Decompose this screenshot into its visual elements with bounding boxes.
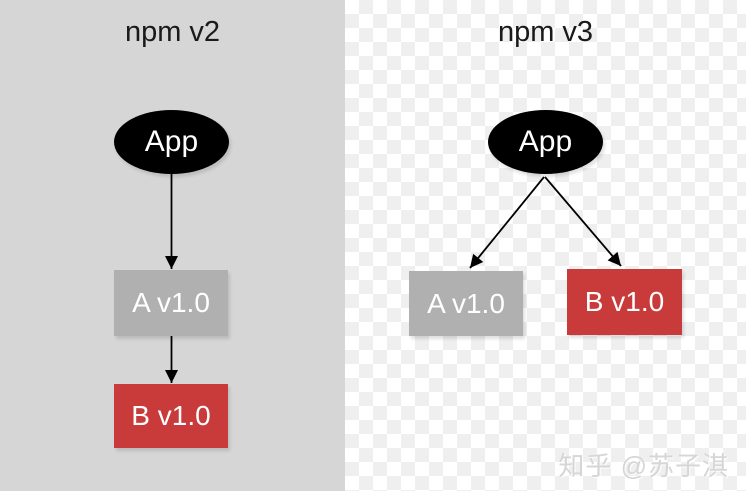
node-app-v2-label: App [144,125,199,158]
node-a-v2: A v1.0 [114,270,228,336]
panel-npm-v3: npm v3 [345,0,746,491]
node-b-v2-label: B v1.0 [131,400,211,431]
watermark: 知乎 @苏子淇 [558,451,729,481]
node-app-v3-label: App [518,125,573,158]
node-b-v2: B v1.0 [114,384,228,448]
node-a-v2-label: A v1.0 [132,287,210,318]
node-b-v3-label: B v1.0 [584,286,665,317]
node-b-v3: B v1.0 [567,269,682,335]
node-a-v3-label: A v1.0 [427,287,505,319]
node-app-v3: App [488,110,603,174]
panel-title-npm-v2: npm v2 [124,16,221,48]
node-a-v3: A v1.0 [409,271,523,336]
node-app-v2: App [114,110,229,174]
panel-title-npm-v3: npm v3 [497,16,594,48]
